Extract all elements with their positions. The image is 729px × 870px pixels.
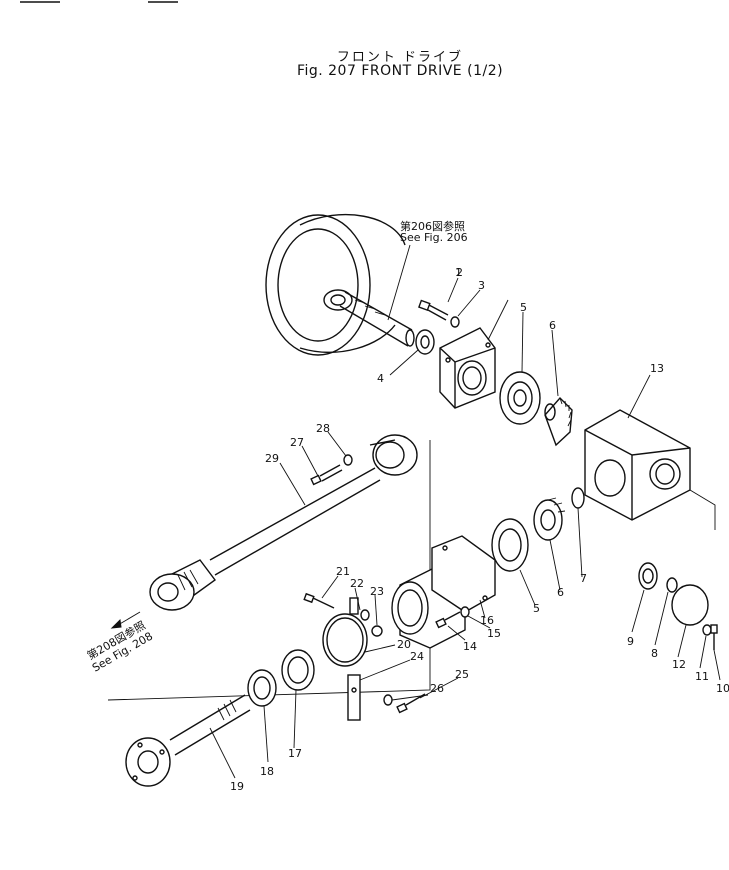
part-16-housing bbox=[391, 535, 496, 649]
callout-14: 14 bbox=[463, 640, 477, 653]
callout-10: 10 bbox=[716, 682, 729, 695]
callout-23: 23 bbox=[370, 585, 384, 598]
group-outline bbox=[689, 489, 716, 530]
reference-jp-206: 第206図参照 bbox=[400, 219, 465, 233]
part-9-bearing bbox=[638, 562, 658, 590]
part-23-nut bbox=[371, 625, 383, 637]
callout-18: 18 bbox=[260, 765, 274, 778]
reference-en-206: See Fig. 206 bbox=[400, 231, 468, 244]
callout-13: 13 bbox=[650, 362, 664, 375]
callout-19: 19 bbox=[230, 780, 244, 793]
callout-24: 24 bbox=[410, 650, 424, 663]
callout-1: 1 bbox=[455, 266, 462, 279]
callout-2: 2 bbox=[456, 266, 463, 279]
callout-20: 20 bbox=[397, 638, 411, 651]
callout-27: 27 bbox=[290, 436, 304, 449]
callout-5-lower: 5 bbox=[533, 602, 540, 615]
part-21-bolt bbox=[303, 592, 335, 609]
part-26-washer bbox=[383, 694, 393, 706]
leader-lines bbox=[209, 277, 721, 779]
title-japanese: フロント ドライブ bbox=[336, 50, 464, 65]
callout-17: 17 bbox=[288, 747, 302, 760]
part-20-clamp bbox=[322, 597, 368, 667]
callout-numbers: 1 2 3 4 5 6 13 27 28 29 21 22 23 20 16 5… bbox=[230, 266, 729, 793]
part-29-drive-shaft bbox=[149, 434, 418, 611]
part-27-bolt bbox=[310, 464, 343, 486]
part-12-cover bbox=[671, 584, 709, 626]
callout-29: 29 bbox=[265, 452, 279, 465]
callout-4: 4 bbox=[377, 372, 384, 385]
part-5-bearing-lower bbox=[491, 518, 529, 572]
group-outline bbox=[107, 440, 431, 701]
part-19-shaft bbox=[125, 694, 251, 787]
part-8-snap-ring bbox=[666, 577, 678, 593]
callout-12: 12 bbox=[672, 658, 686, 671]
part-11-washer bbox=[702, 624, 712, 636]
part-25-bolt bbox=[396, 693, 426, 714]
callout-3: 3 bbox=[478, 279, 485, 292]
callout-25: 25 bbox=[455, 668, 469, 681]
callout-9: 9 bbox=[627, 635, 634, 648]
callout-21: 21 bbox=[336, 565, 350, 578]
callout-6-upper: 6 bbox=[549, 319, 556, 332]
part-3-washer bbox=[450, 316, 460, 328]
part-7-snap-ring bbox=[571, 487, 585, 509]
flywheel-assembly bbox=[265, 213, 406, 356]
part-1-cage bbox=[439, 327, 496, 409]
callout-6-lower: 6 bbox=[557, 586, 564, 599]
part-17-bearing bbox=[281, 649, 315, 691]
input-shaft bbox=[339, 291, 415, 347]
part-28-washer bbox=[343, 454, 353, 466]
part-18-seal bbox=[247, 669, 277, 707]
part-14-bolt bbox=[435, 611, 461, 629]
part-6-gear-upper bbox=[544, 396, 573, 447]
part-10-bolt bbox=[710, 624, 718, 650]
part-24-bracket bbox=[347, 674, 361, 721]
part-13-gear-case bbox=[584, 409, 691, 521]
part-5-bearing-upper bbox=[499, 371, 541, 425]
callout-16: 16 bbox=[480, 614, 494, 627]
part-15-washer bbox=[460, 606, 470, 618]
part-4-seal bbox=[415, 329, 435, 355]
part-6-gear-lower bbox=[533, 497, 566, 541]
part-2-bolt bbox=[418, 299, 449, 321]
callout-8: 8 bbox=[651, 647, 658, 660]
callout-22: 22 bbox=[350, 577, 364, 590]
callout-15: 15 bbox=[487, 627, 501, 640]
callout-5-upper: 5 bbox=[520, 301, 527, 314]
callout-11: 11 bbox=[695, 670, 709, 683]
title-english: Fig. 207 FRONT DRIVE (1/2) bbox=[296, 63, 504, 79]
callout-28: 28 bbox=[316, 422, 330, 435]
callout-7: 7 bbox=[580, 572, 587, 585]
callout-26: 26 bbox=[430, 682, 444, 695]
part-22-washer bbox=[360, 609, 370, 621]
